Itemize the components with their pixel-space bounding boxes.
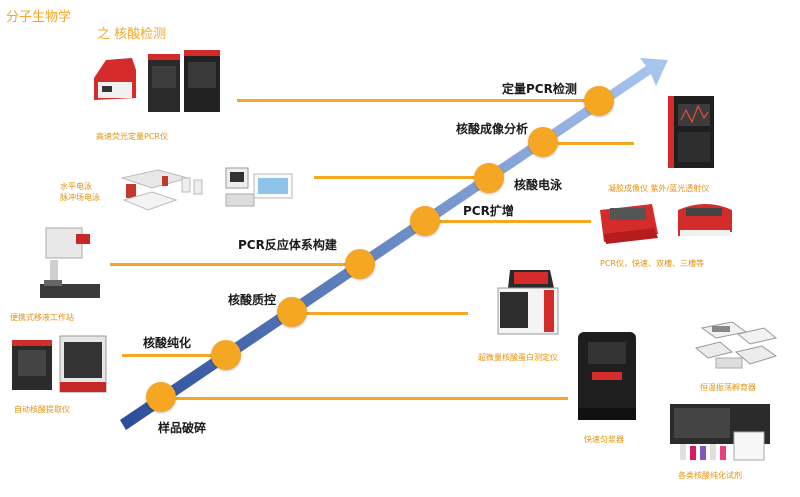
reagents-image	[670, 404, 770, 461]
step-label-qc: 核酸质控	[228, 293, 277, 307]
caption-spectrophotometer: 超微量核酸蛋白测定仪	[478, 353, 558, 362]
node-electrophoresis	[474, 163, 504, 193]
node-pcr-setup	[345, 249, 375, 279]
connector-pcr-setup	[110, 263, 360, 266]
connector-qc	[292, 312, 468, 315]
caption-gel-imaging: 凝胶成像仪 紫外/蓝光透射仪	[608, 184, 710, 193]
pipetting-workstation-image	[40, 227, 100, 298]
page-subtitle: 之 核酸检测	[97, 27, 167, 42]
connector-electrophoresis	[314, 176, 488, 179]
qpcr-instrument-image	[94, 50, 220, 112]
step-label-disruption: 样品破碎	[158, 421, 207, 435]
connector-qpcr	[237, 99, 599, 102]
caption-pulsed-field-electrophoresis: 脉冲场电泳	[60, 193, 100, 202]
incubator-shaker-image	[694, 321, 778, 369]
step-label-qpcr: 定量PCR检测	[502, 82, 577, 96]
caption-pipetting: 便携式移液工作站	[10, 313, 74, 322]
caption-horizontal-electrophoresis: 水平电泳	[60, 182, 92, 191]
node-imaging	[528, 127, 558, 157]
caption-pcr: PCR仪，快速、双槽、三槽等	[600, 259, 704, 268]
step-label-imaging: 核酸成像分析	[456, 122, 529, 136]
caption-reagents: 各类核酸纯化试剂	[678, 471, 742, 480]
electrophoresis-image	[120, 167, 293, 211]
caption-incubator: 恒温振荡孵育器	[700, 383, 756, 392]
caption-homogenizer: 快速匀浆器	[584, 435, 624, 444]
step-label-pcr: PCR扩增	[463, 204, 514, 218]
node-qpcr	[584, 86, 614, 116]
step-label-pcr-setup: PCR反应体系构建	[238, 238, 337, 252]
node-qc	[277, 297, 307, 327]
pcr-thermocycler-image	[600, 204, 732, 244]
caption-extractor: 自动核酸提取仪	[14, 405, 70, 414]
node-pcr	[410, 206, 440, 236]
spectrophotometer-image	[497, 270, 559, 335]
node-disruption	[146, 382, 176, 412]
connector-imaging	[544, 142, 634, 145]
gel-imager-image	[668, 96, 714, 168]
connector-purification	[122, 354, 226, 357]
page-title: 分子生物学	[6, 10, 72, 25]
step-label-purification: 核酸纯化	[143, 336, 192, 350]
connector-disruption	[162, 397, 568, 400]
caption-qpcr: 高速荧光定量PCR仪	[96, 132, 168, 141]
homogenizer-image	[578, 332, 636, 420]
connector-pcr	[425, 220, 591, 223]
step-label-electrophoresis: 核酸电泳	[514, 178, 563, 192]
nucleic-acid-extractor-image	[12, 335, 107, 393]
node-purification	[211, 340, 241, 370]
